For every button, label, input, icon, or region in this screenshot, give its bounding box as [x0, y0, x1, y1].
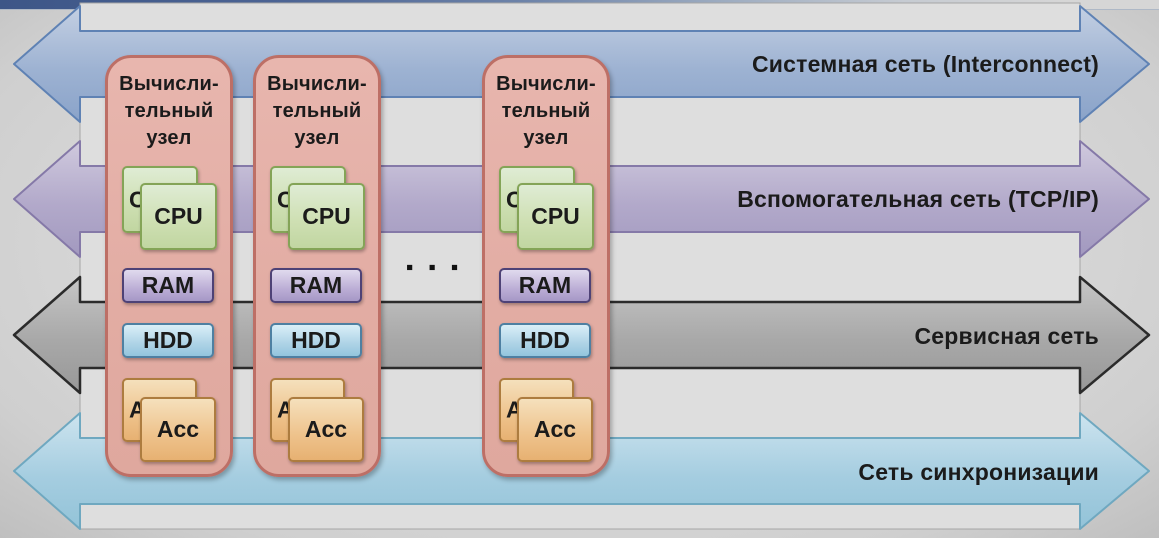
ram-card: RAM	[122, 268, 214, 303]
service-network-label: Сервисная сеть	[914, 323, 1099, 349]
cpu-card-label: CPU	[531, 203, 580, 229]
ram-card-label: RAM	[141, 272, 195, 298]
compute-node-title-line: тельный	[272, 100, 362, 122]
cpu-card-label: CPU	[302, 203, 351, 229]
compute-node: Вычисли- тельный узел CPU CPU RAM HDD Ac…	[253, 55, 381, 477]
hdd-card-label: HDD	[291, 327, 341, 353]
acc-card-front: Acc	[140, 397, 216, 462]
ram-card-label: RAM	[289, 272, 343, 298]
sync-network-label: Сеть синхронизации	[858, 459, 1099, 485]
system-network-label: Системная сеть (Interconnect)	[751, 51, 1099, 77]
acc-card-label: Acc	[156, 416, 200, 442]
cpu-card-front: CPU	[517, 183, 594, 250]
compute-node-title-line: тельный	[124, 100, 214, 122]
ram-card: RAM	[499, 268, 591, 303]
compute-node-title-line: Вычисли-	[496, 73, 596, 95]
compute-node-title-line: Вычисли-	[267, 73, 367, 95]
acc-card-label: Acc	[533, 416, 577, 442]
compute-node-title: Вычисли- тельный узел	[256, 71, 378, 152]
auxiliary-network-label: Вспомогательная сеть (TCP/IP)	[737, 186, 1099, 212]
hdd-card-label: HDD	[520, 327, 570, 353]
compute-node-title: Вычисли- тельный узел	[485, 71, 607, 152]
more-nodes-ellipsis: ▪▪▪	[406, 256, 474, 279]
compute-node: Вычисли- тельный узел CPU CPU RAM HDD Ac…	[482, 55, 610, 477]
hdd-card-label: HDD	[143, 327, 193, 353]
compute-node: Вычисли- тельный узел CPU CPU RAM HDD Ac…	[105, 55, 233, 477]
cpu-card-front: CPU	[140, 183, 217, 250]
hdd-card: HDD	[122, 323, 214, 358]
hdd-card: HDD	[270, 323, 362, 358]
cpu-card-front: CPU	[288, 183, 365, 250]
ram-card: RAM	[270, 268, 362, 303]
acc-card-front: Acc	[517, 397, 593, 462]
compute-node-title-line: узел	[146, 127, 192, 149]
acc-card-front: Acc	[288, 397, 364, 462]
compute-node-title-line: тельный	[501, 100, 591, 122]
acc-card-label: Acc	[304, 416, 348, 442]
compute-node-title: Вычисли- тельный узел	[108, 71, 230, 152]
cpu-card-label: CPU	[154, 203, 203, 229]
ram-card-label: RAM	[518, 272, 572, 298]
compute-node-title-line: Вычисли-	[119, 73, 219, 95]
compute-node-title-line: узел	[294, 127, 340, 149]
compute-node-title-line: узел	[523, 127, 569, 149]
hdd-card: HDD	[499, 323, 591, 358]
